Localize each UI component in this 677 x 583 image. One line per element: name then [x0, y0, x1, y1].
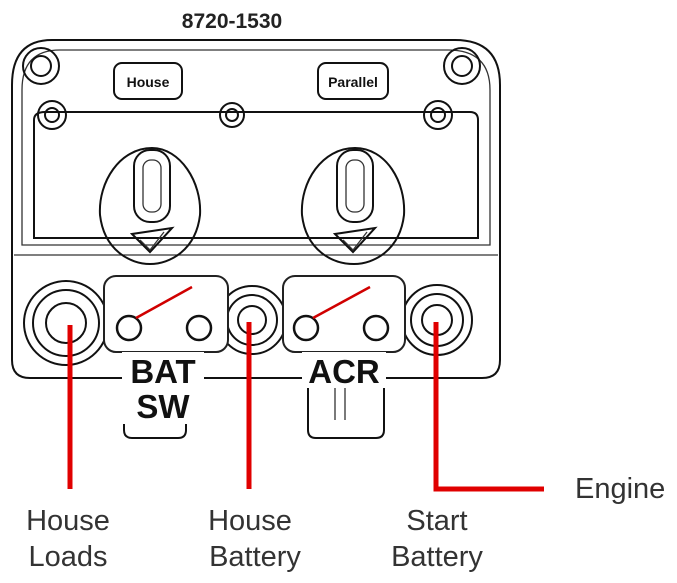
engine-label: Engine	[575, 473, 665, 505]
house-loads-label-line2: Loads	[28, 541, 107, 573]
bat-sw-switch-symbol	[103, 275, 229, 353]
house-button[interactable]: House	[113, 62, 183, 100]
terminal-labels: House Loads House Battery Start Battery …	[26, 473, 665, 573]
acr-knob[interactable]	[300, 146, 406, 266]
house-battery-label-line2: Battery	[209, 541, 301, 573]
bat-sw-tag: BAT SW	[122, 352, 204, 425]
start-battery-label-line1: Start	[406, 505, 467, 537]
mounting-hole-top-right	[443, 47, 481, 85]
shield-logo-icon	[332, 226, 378, 254]
center-screw	[219, 102, 245, 128]
parallel-button[interactable]: Parallel	[317, 62, 389, 100]
acr-switch-symbol	[282, 275, 406, 353]
mounting-hole-top-left	[22, 47, 60, 85]
wires	[67, 322, 544, 492]
house-battery-label-line1: House	[208, 505, 292, 537]
acr-label: ACR	[308, 353, 380, 390]
start-battery-label-line2: Battery	[391, 541, 483, 573]
acr-tag: ACR	[302, 352, 386, 390]
house-loads-label-line1: House	[26, 505, 110, 537]
bat-switch-knob[interactable]	[98, 146, 202, 266]
model-number-title: 8720-1530	[182, 10, 282, 33]
terminal-house-loads[interactable]	[23, 280, 109, 366]
wire-start-battery-engine	[433, 322, 544, 492]
shield-logo-icon	[129, 226, 175, 254]
house-button-label: House	[127, 74, 170, 90]
mounting-hole-mid-left	[37, 100, 67, 130]
parallel-button-label: Parallel	[328, 74, 378, 90]
switch-housing	[11, 39, 501, 379]
bat-sw-label-line2: SW	[136, 388, 190, 425]
acr-connector	[307, 375, 385, 439]
mounting-hole-mid-right	[423, 100, 453, 130]
bat-sw-label-line1: BAT	[130, 353, 195, 390]
